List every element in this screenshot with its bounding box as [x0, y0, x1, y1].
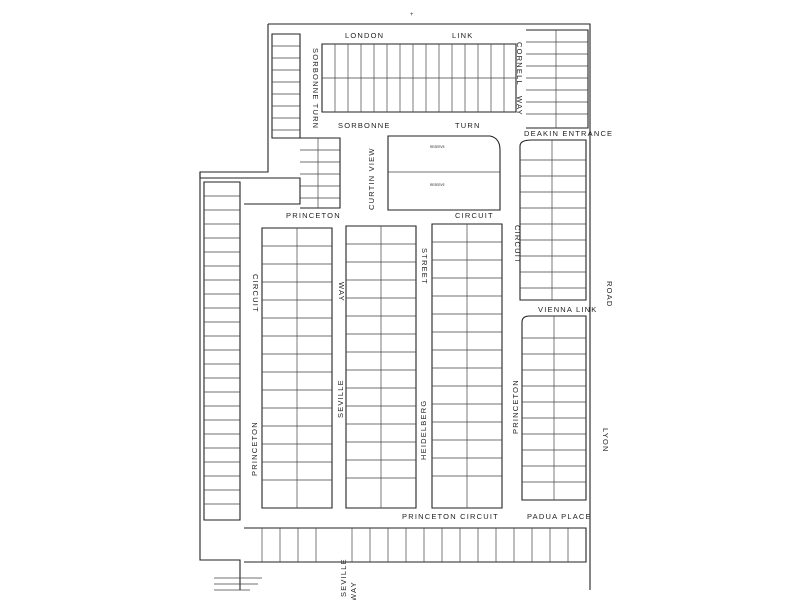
- street-names: LONDON LINK SORBONNE TURN CORNELL WAY SO…: [250, 31, 614, 600]
- street-label-princeton-west: PRINCETON: [250, 421, 259, 476]
- street-label-seville-way-south: SEVILLE WAY: [339, 555, 358, 600]
- street-label-heidelberg-street: STREET: [420, 248, 429, 285]
- street-label-padua-place: PADUA PLACE: [527, 512, 592, 521]
- street-label-heidelberg-street-2: HEIDELBERG: [419, 400, 428, 460]
- top-block: [271, 29, 589, 209]
- street-label-seville-way-2: SEVILLE: [336, 379, 345, 418]
- street-label-sorbonne-turn-vertical: SORBONNE TURN: [311, 48, 320, 129]
- street-label-deakin-entrance: DEAKIN ENTRANCE: [524, 129, 613, 138]
- street-label-cornell-way: CORNELL WAY: [515, 42, 524, 116]
- north-mark: +: [410, 12, 414, 18]
- street-label-curtin-view: CURTIN VIEW: [367, 147, 376, 210]
- plan-legend: [214, 577, 262, 591]
- street-label-road: ROAD: [605, 281, 614, 307]
- central-reserve: RESERVE RESERVE: [387, 135, 501, 211]
- svg-text:RESERVE: RESERVE: [430, 146, 445, 150]
- street-label-princeton-circuit-north: PRINCETON CIRCUIT: [286, 211, 494, 220]
- street-label-london-link: LONDON LINK: [345, 31, 473, 40]
- svg-text:RESERVE: RESERVE: [430, 184, 445, 188]
- south-strip: [244, 527, 587, 563]
- block-a: [261, 227, 333, 509]
- street-label-circuit-east: CIRCUIT: [513, 225, 522, 264]
- block-b: [345, 225, 417, 509]
- street-label-sorbonne-turn: SORBONNE TURN: [338, 121, 481, 130]
- street-label-vienna-link: VIENNA LINK: [538, 305, 597, 314]
- right-upper-block: [519, 139, 587, 301]
- block-c: [431, 223, 503, 509]
- street-label-seville-way: WAY: [337, 282, 346, 302]
- block-d: [521, 315, 587, 501]
- street-label-circuit-west: CIRCUIT: [251, 274, 260, 313]
- street-label-princeton-circuit-south: PRINCETON CIRCUIT: [402, 512, 499, 521]
- street-label-lyon: LYON: [601, 428, 610, 453]
- street-label-princeton-east: PRINCETON: [511, 379, 520, 434]
- west-strip: [203, 177, 301, 521]
